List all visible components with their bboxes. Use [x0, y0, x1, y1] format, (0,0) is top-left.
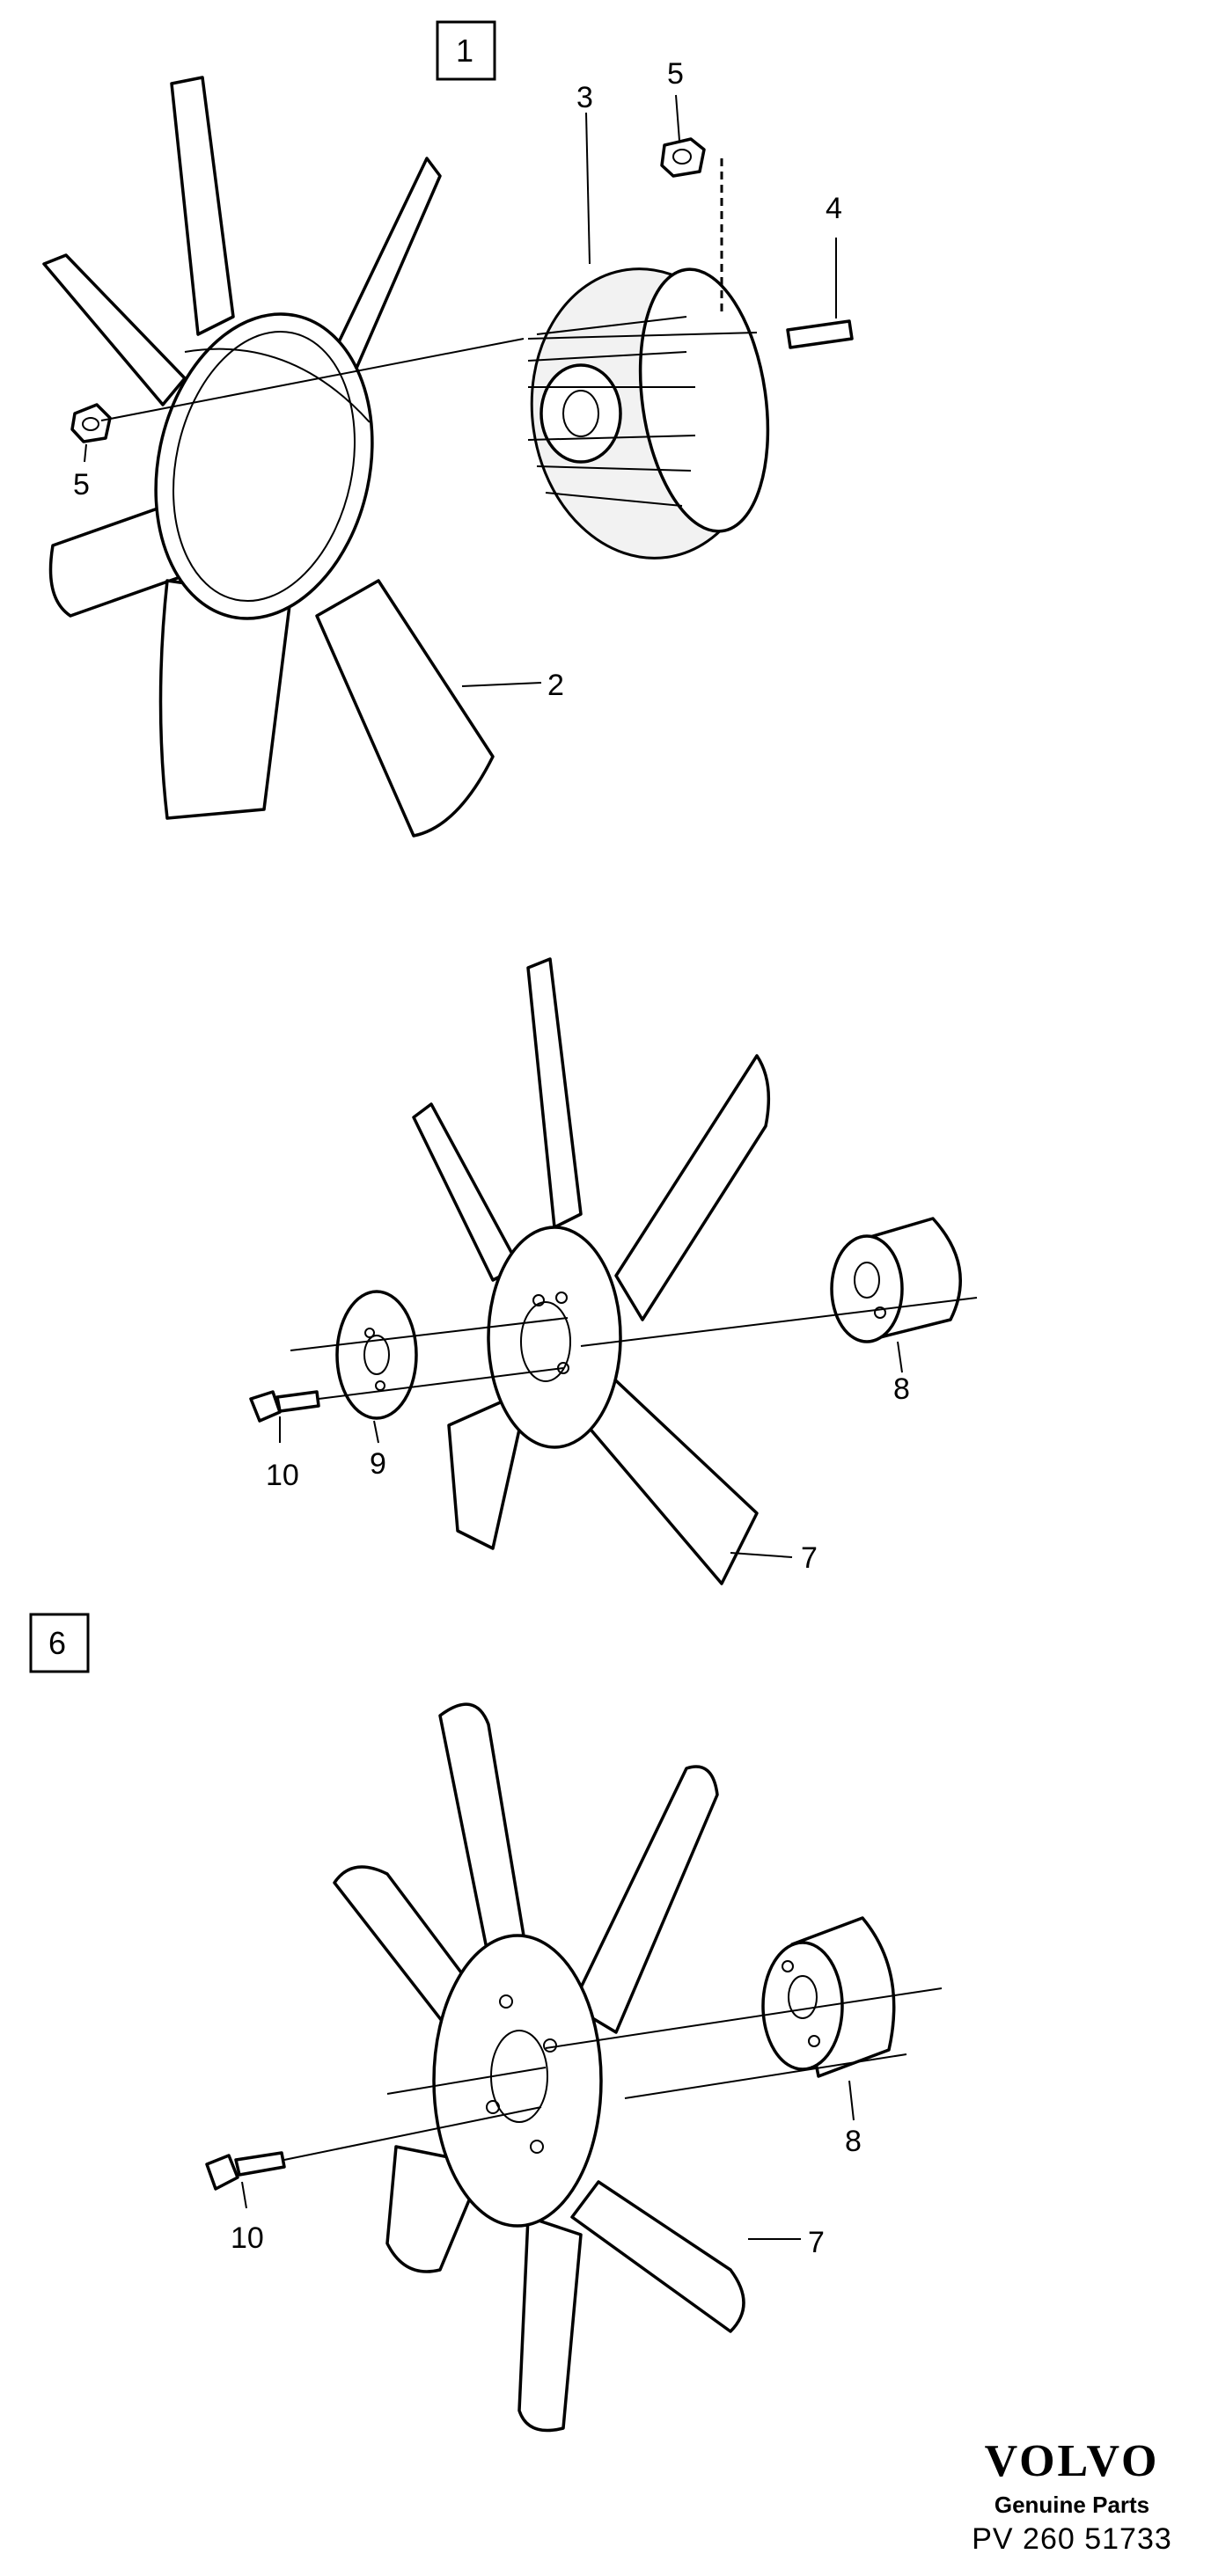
box-6-label: 6	[48, 1625, 66, 1661]
fan-assembly-section-6: 6	[29, 1613, 943, 2433]
document-code: PV 260 51733	[972, 2522, 1172, 2556]
callout-7-lower: 7	[808, 2226, 825, 2259]
spacer-8-lower	[761, 1916, 896, 2078]
callout-10-lower: 10	[231, 2221, 264, 2255]
box-1-label: 1	[456, 33, 473, 69]
callout-8-upper: 8	[893, 1372, 910, 1406]
callout-5-upper: 5	[667, 57, 684, 91]
nut-5-left	[70, 403, 112, 443]
callout-7-upper: 7	[801, 1541, 818, 1575]
fan-hub-7	[487, 1226, 622, 1449]
callout-3: 3	[576, 81, 593, 114]
callout-8-lower: 8	[845, 2125, 862, 2158]
washer-9	[335, 1290, 418, 1420]
bolt-10-upper	[249, 1390, 320, 1423]
callout-9: 9	[370, 1447, 386, 1481]
bolt-10-lower	[205, 2151, 286, 2191]
stud-4	[786, 319, 854, 349]
fan-blade-7-upper	[412, 957, 771, 1585]
box-1-frame	[436, 20, 496, 81]
fan-hub-7-lower	[432, 1934, 603, 2228]
box-6-frame	[29, 1613, 90, 1673]
fan-assembly-section-2: 8 9 10 7	[249, 957, 978, 1585]
fan-shroud-ring	[154, 312, 374, 620]
callout-2: 2	[547, 669, 564, 702]
spacer-8-upper	[830, 1217, 962, 1343]
nut-5-upper	[660, 137, 706, 178]
callout-5-left: 5	[73, 468, 90, 501]
callout-4: 4	[826, 192, 842, 225]
brand-block: VOLVO Genuine Parts PV 260 51733	[958, 2439, 1186, 2557]
callout-10-upper: 10	[266, 1459, 299, 1492]
viscous-clutch-3	[527, 267, 770, 560]
volvo-logo: VOLVO	[984, 2436, 1160, 2486]
fan-assembly-section-1: 1	[42, 20, 854, 838]
brand-subtitle: Genuine Parts	[994, 2492, 1150, 2518]
